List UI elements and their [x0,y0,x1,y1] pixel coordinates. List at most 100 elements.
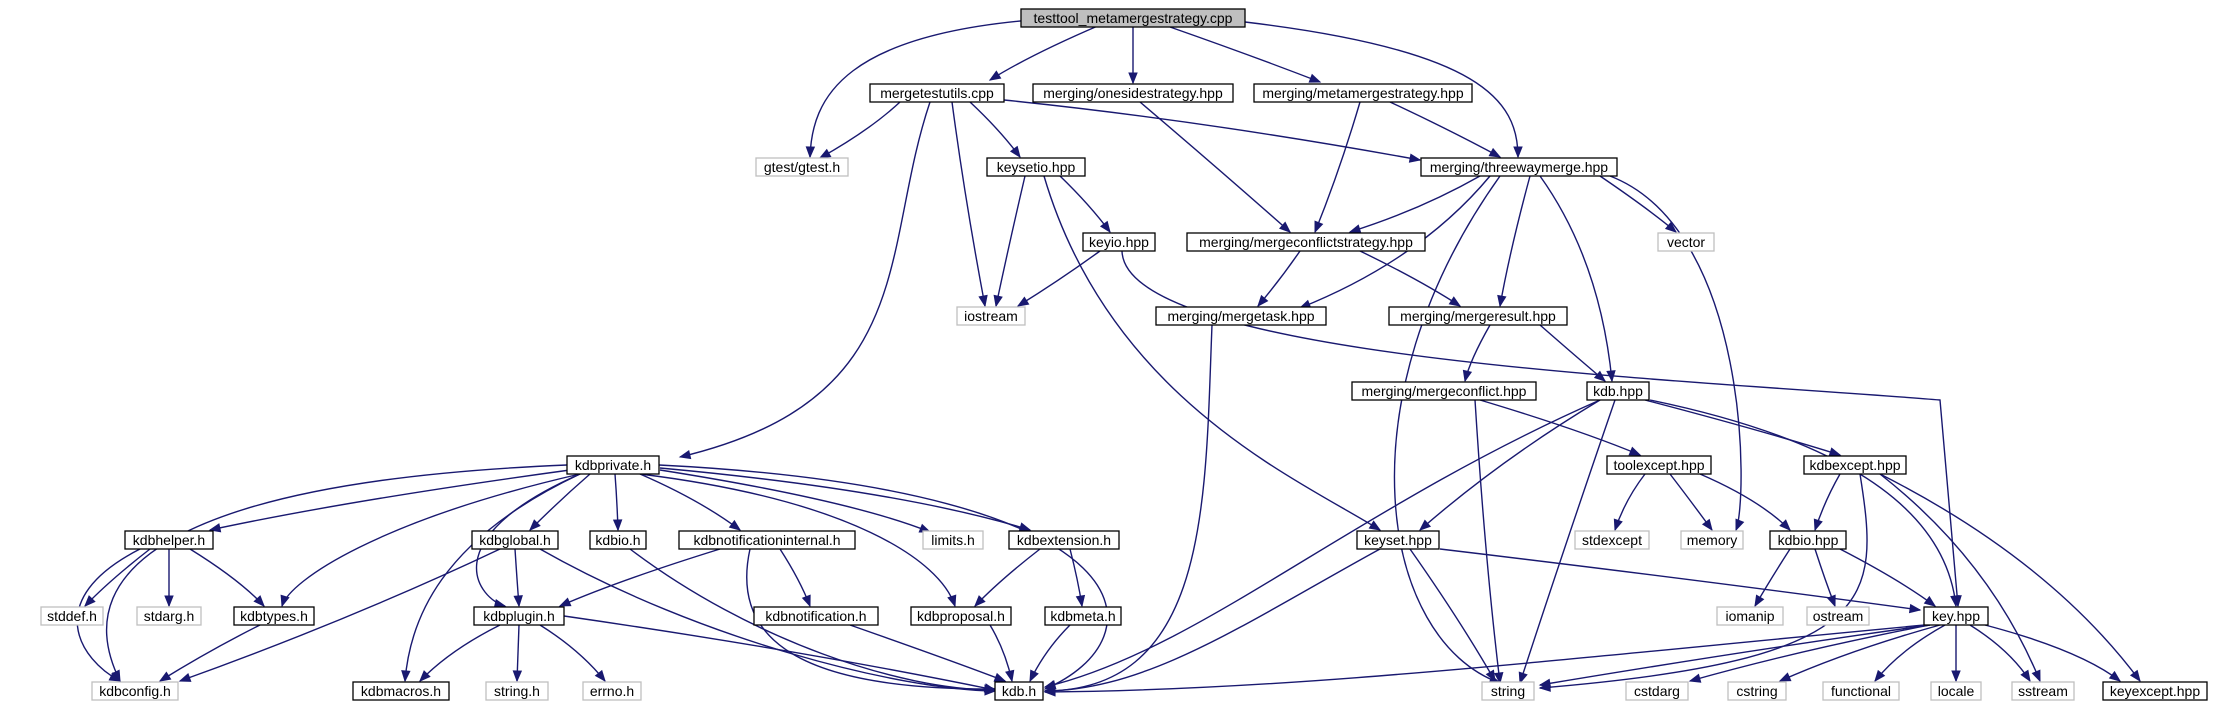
arrowhead [612,519,623,532]
node-box [1625,681,1689,701]
arrowhead [1518,671,1528,685]
node-errno: errno.h [582,681,642,701]
node-box [1032,83,1234,103]
arrowhead [2020,669,2031,683]
edge-line [1839,548,1936,607]
edge-knotint-to-knot [779,548,811,608]
node-box [1420,157,1618,177]
node-label: keyset.hpp [1364,532,1432,548]
node-kdbh[interactable]: kdb.h [994,681,1044,701]
node-mres[interactable]: merging/mergeresult.hpp [1388,306,1568,326]
node-iomanip: iomanip [1716,606,1784,626]
node-knotint[interactable]: kdbnotificationinternal.h [678,530,856,550]
edge-oss-to-mcs [1139,101,1292,233]
edge-mtu-to-twm [1003,99,1422,163]
node-box [922,530,984,550]
node-mcs[interactable]: merging/mergeconflictstrategy.hpp [1186,232,1426,252]
node-mtu[interactable]: mergetestutils.cpp [869,83,1005,103]
node-box [1008,530,1120,550]
edge-kdbhpp-to-keyhpp [1649,399,1960,608]
edge-line [1389,101,1501,158]
node-kglob[interactable]: kdbglobal.h [471,530,559,550]
arrowhead [1408,153,1422,163]
node-label: keyio.hpp [1089,234,1149,250]
node-khelp[interactable]: kdbhelper.h [124,530,214,550]
edge-ksio-to-iostream [993,175,1026,308]
node-kprop[interactable]: kdbproposal.h [910,606,1012,626]
node-mcon[interactable]: merging/mergeconflict.hpp [1351,381,1537,401]
node-kpriv[interactable]: kdbprivate.h [566,455,660,475]
arrowhead [1701,518,1713,532]
node-kdbiohpp[interactable]: kdbio.hpp [1769,530,1847,550]
arrowhead [1606,370,1616,383]
edge-line [1003,99,1421,161]
edge-ksio-to-keyio [1059,175,1111,234]
arrowhead [1043,687,1056,697]
arrowhead [1950,595,1960,608]
node-kplug[interactable]: kdbplugin.h [473,606,565,626]
node-label: gtest/gtest.h [764,159,840,175]
edge-line [1519,399,1616,684]
edge-line [1419,399,1601,531]
node-label: iostream [964,308,1018,324]
node-sstream: sstream [2011,681,2075,701]
node-label: merging/threewaymerge.hpp [1430,159,1608,175]
node-kexchpp[interactable]: keyexcept.hpp [2102,681,2208,701]
arrowhead [1075,594,1086,608]
node-box [1727,681,1787,701]
node-kio[interactable]: kdbio.h [589,530,647,550]
node-label: keysetio.hpp [997,159,1076,175]
node-texc[interactable]: toolexcept.hpp [1606,455,1712,475]
node-label: testtool_metamergestrategy.cpp [1034,10,1233,26]
arrowhead [2031,669,2041,683]
edge-mcs-to-mres [1359,250,1462,307]
node-kexc[interactable]: kdbexcept.hpp [1803,455,1907,475]
arrowhead [1688,673,1702,683]
node-label: kdbproposal.h [917,608,1005,624]
node-ostream: ostream [1806,606,1870,626]
arrowhead [1538,678,1552,688]
arrowhead [1257,294,1269,308]
arrowhead [1664,221,1678,233]
node-label: key.hpp [1932,608,1980,624]
edge-khelp-to-stdarg [164,548,174,608]
edge-kplug-to-strh [512,624,523,683]
node-keyio[interactable]: keyio.hpp [1082,232,1156,252]
edge-layer [76,17,2141,697]
node-label: stddef.h [47,608,97,624]
arrowhead [2108,670,2122,682]
node-twm[interactable]: merging/threewaymerge.hpp [1420,157,1618,177]
node-ksethpp[interactable]: keyset.hpp [1356,530,1440,550]
arrowhead [1494,672,1504,685]
node-ktypes[interactable]: kdbtypes.h [233,606,315,626]
edge-line [659,467,1031,531]
node-mtask[interactable]: merging/mergetask.hpp [1155,306,1327,326]
edge-twm-to-mcs [1348,175,1481,234]
node-cstdarg: cstdarg [1625,681,1689,701]
node-box [1155,306,1327,326]
node-oss[interactable]: merging/onesidestrategy.hpp [1032,83,1234,103]
edge-line [281,473,581,607]
node-mms[interactable]: merging/metamergestrategy.hpp [1253,83,1473,103]
node-kmeta[interactable]: kdbmeta.h [1044,606,1122,626]
edge-keyhpp-to-cstring [1778,624,1941,682]
arrowhead [1009,145,1021,159]
node-box [1186,232,1426,252]
node-label: stdarg.h [144,608,195,624]
edge-line [995,175,1026,307]
node-kdbhpp[interactable]: kdb.hpp [1586,381,1650,401]
arrowhead [1874,669,1886,683]
arrowhead [253,595,265,607]
node-box [473,606,565,626]
node-keyhpp[interactable]: key.hpp [1923,606,1989,626]
arrowhead [1418,519,1432,531]
node-root[interactable]: testtool_metamergestrategy.cpp [1020,8,1246,28]
node-label: kdbmeta.h [1050,608,1115,624]
node-ksio[interactable]: keysetio.hpp [986,157,1086,177]
node-kmac[interactable]: kdbmacros.h [352,681,450,701]
node-box [233,606,315,626]
arrowhead [1613,518,1623,532]
node-kext[interactable]: kdbextension.h [1008,530,1120,550]
edge-mtu-to-kpriv [678,101,931,460]
node-knot[interactable]: kdbnotification.h [753,606,879,626]
